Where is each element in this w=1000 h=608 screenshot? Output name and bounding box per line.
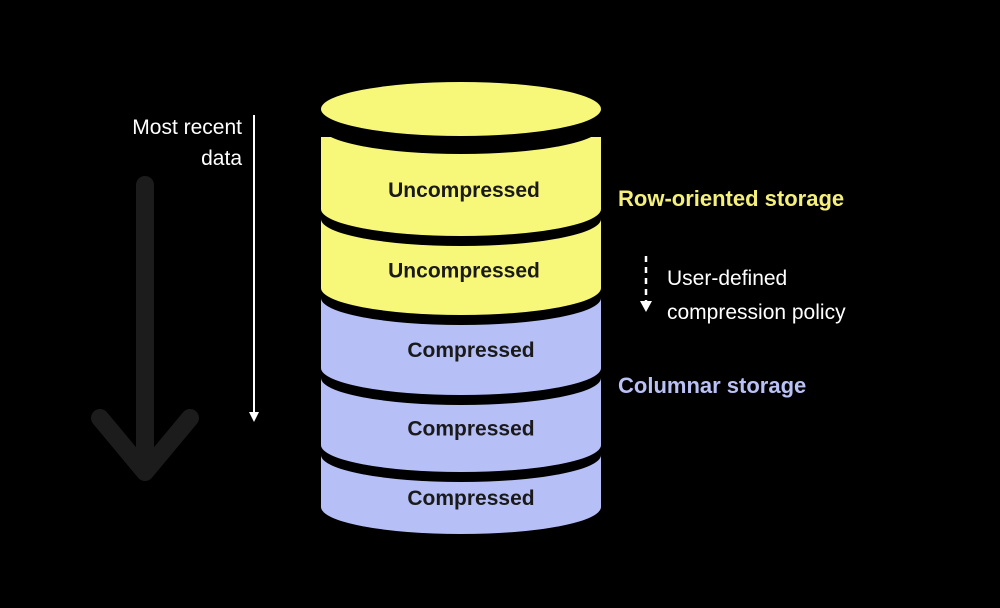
segment-4-label: Compressed — [407, 418, 534, 441]
recency-label-line1: Most recent — [132, 116, 242, 139]
segment-1-label: Uncompressed — [388, 179, 540, 202]
storage-cylinder-stack: Compressed Compressed Compressed Uncompr… — [321, 82, 601, 534]
segment-5-label: Compressed — [407, 487, 534, 510]
policy-label-line1: User-defined — [667, 267, 787, 290]
segment-4-body — [321, 378, 601, 472]
columnar-storage-label: Columnar storage — [618, 373, 806, 398]
cylinder-cap — [321, 82, 601, 136]
policy-label-line2: compression policy — [667, 301, 846, 324]
recency-label-line2: data — [201, 147, 242, 170]
segment-3-body — [321, 298, 601, 395]
segment-2-label: Uncompressed — [388, 260, 540, 283]
large-down-arrow-icon — [91, 176, 199, 481]
segment-1-body — [321, 137, 601, 236]
segment-3-label: Compressed — [407, 339, 534, 362]
segment-2-body — [321, 219, 601, 315]
dashed-down-arrow-icon — [640, 256, 652, 312]
row-storage-label: Row-oriented storage — [618, 186, 844, 211]
recency-arrow-icon — [249, 115, 259, 422]
